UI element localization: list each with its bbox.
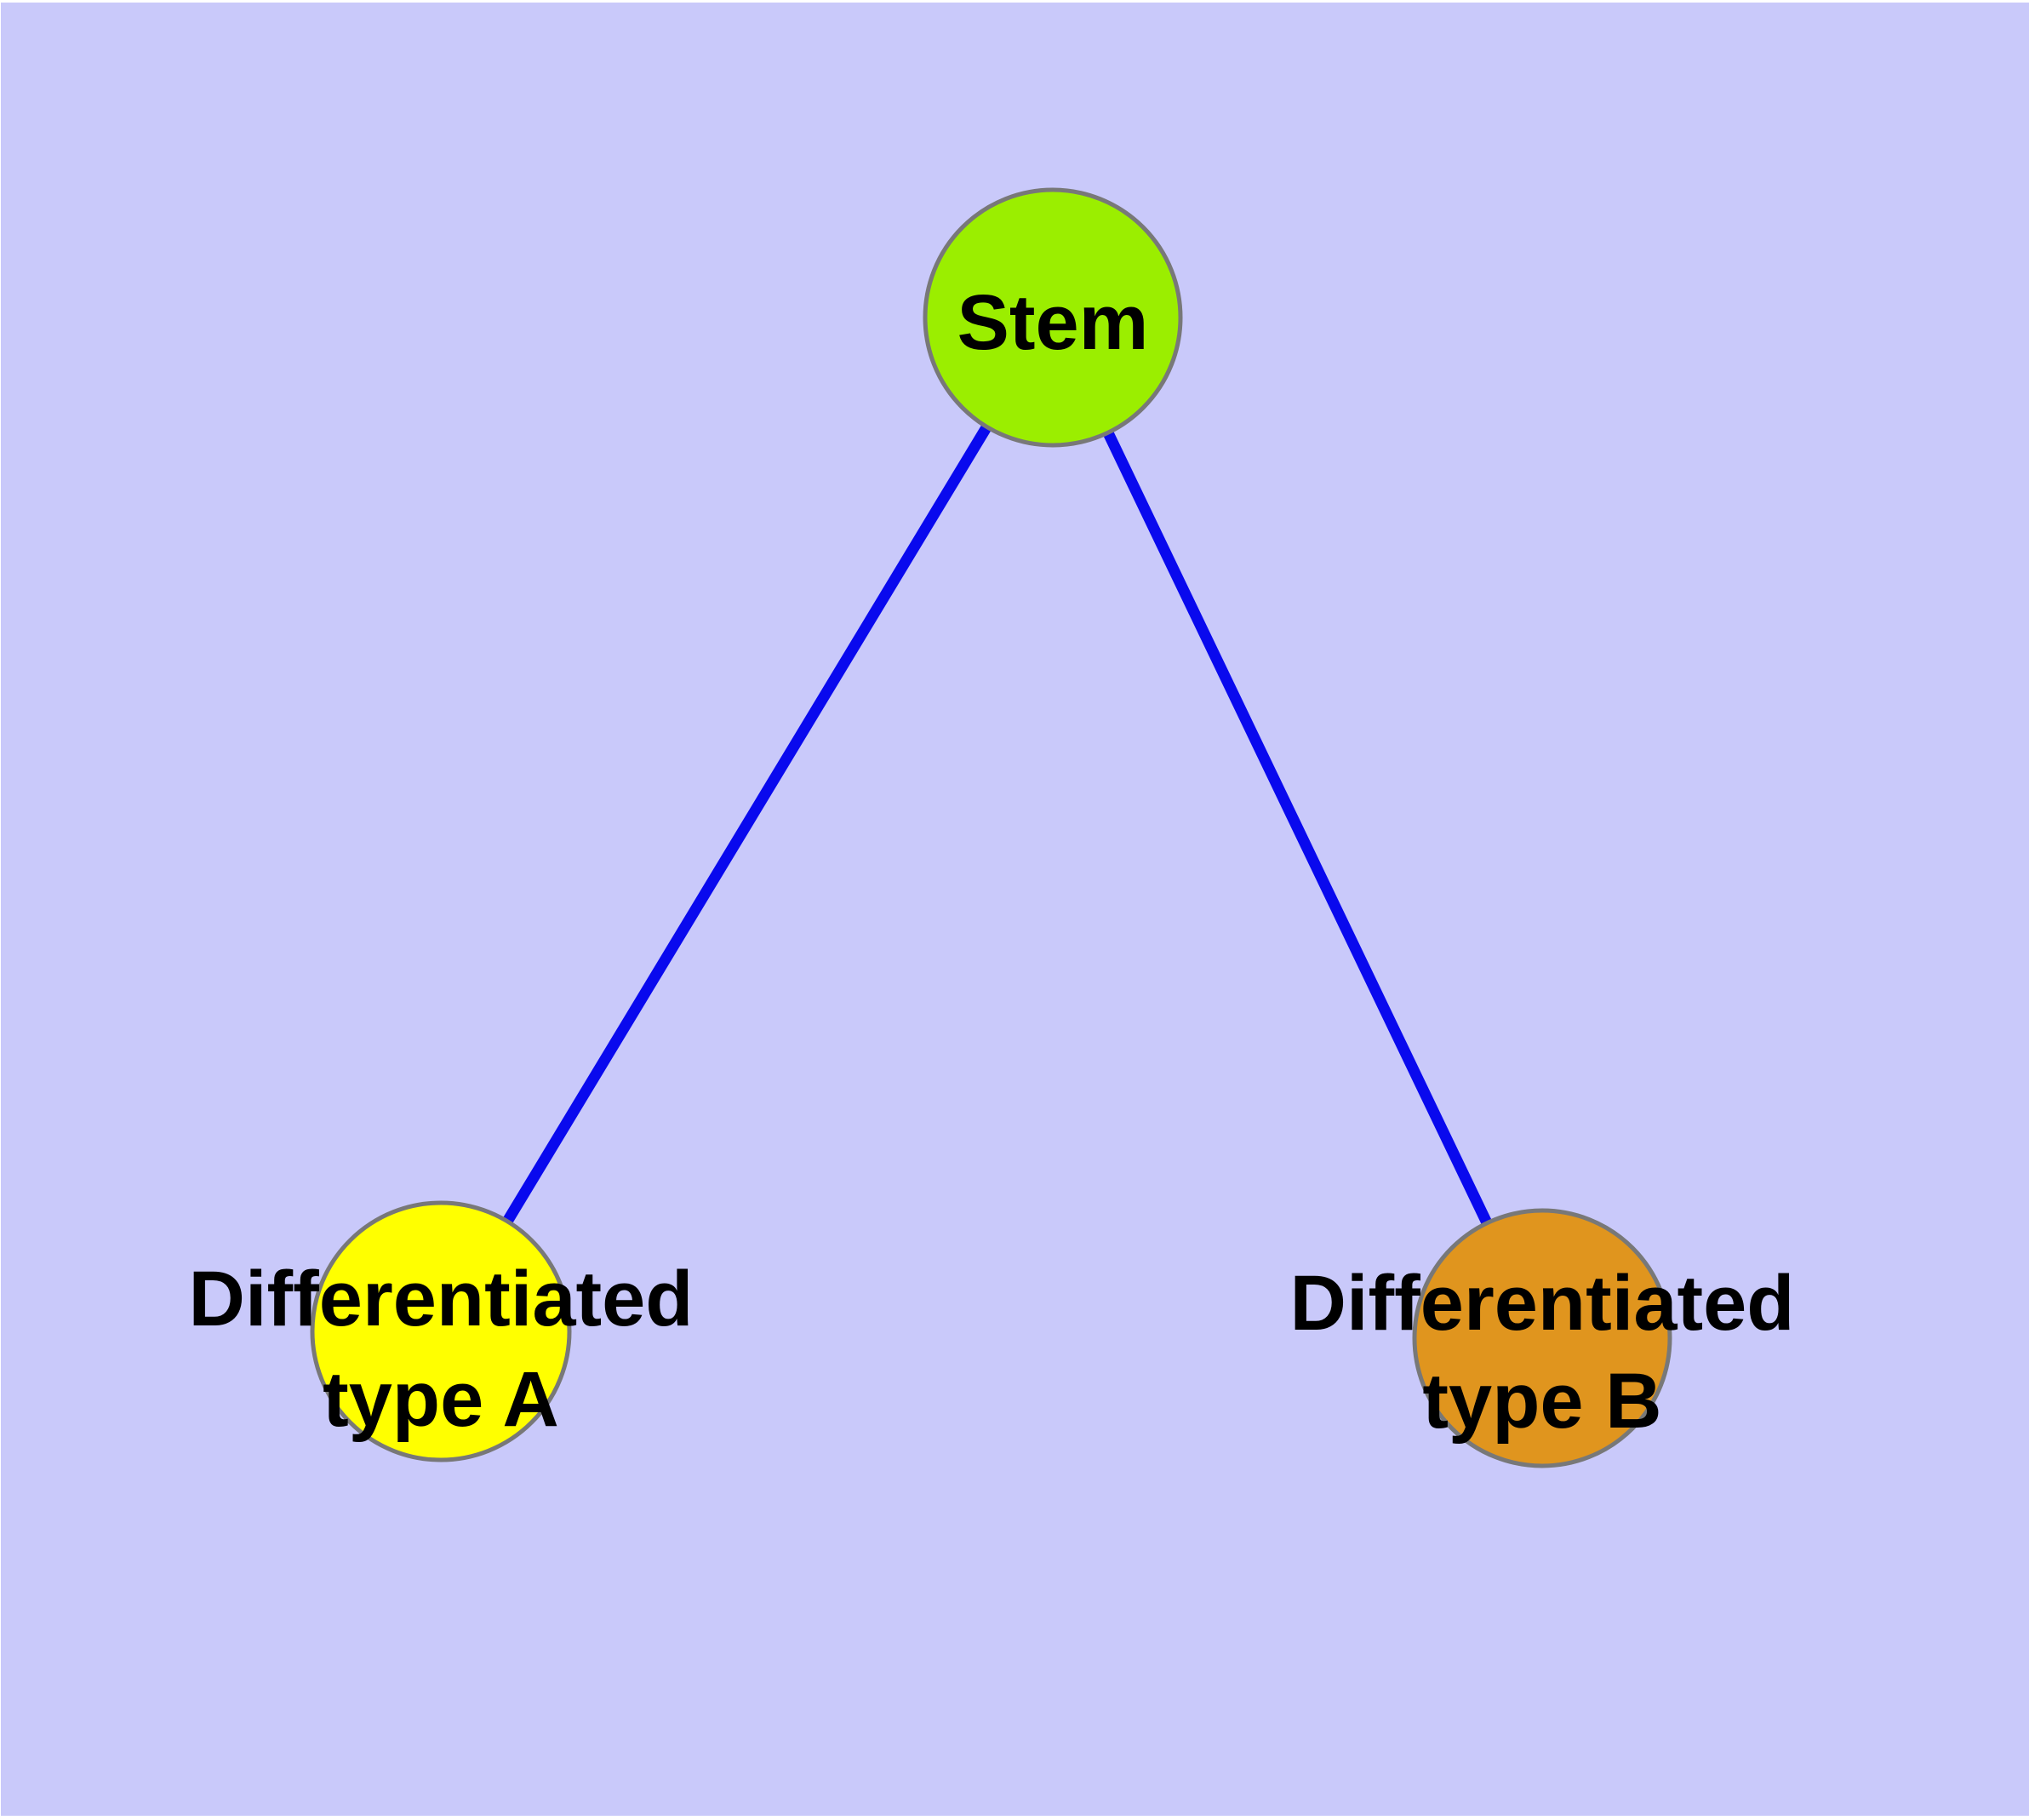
edge-stem-to-type-b bbox=[1048, 315, 1547, 1341]
node-stem-label: Stem bbox=[957, 279, 1149, 366]
edge-stem-to-type-a bbox=[436, 314, 1058, 1335]
node-stem-circle bbox=[923, 187, 1183, 448]
node-type-a-circle bbox=[310, 1200, 572, 1462]
node-type-b-label-line2: type B bbox=[1422, 1358, 1661, 1445]
node-type-a-label-line2: type A bbox=[323, 1356, 559, 1443]
node-type-b-label-line1: Differentiated bbox=[1290, 1260, 1795, 1347]
node-type-a-label-line1: Differentiated bbox=[189, 1256, 694, 1342]
node-type-b-circle bbox=[1412, 1208, 1672, 1468]
